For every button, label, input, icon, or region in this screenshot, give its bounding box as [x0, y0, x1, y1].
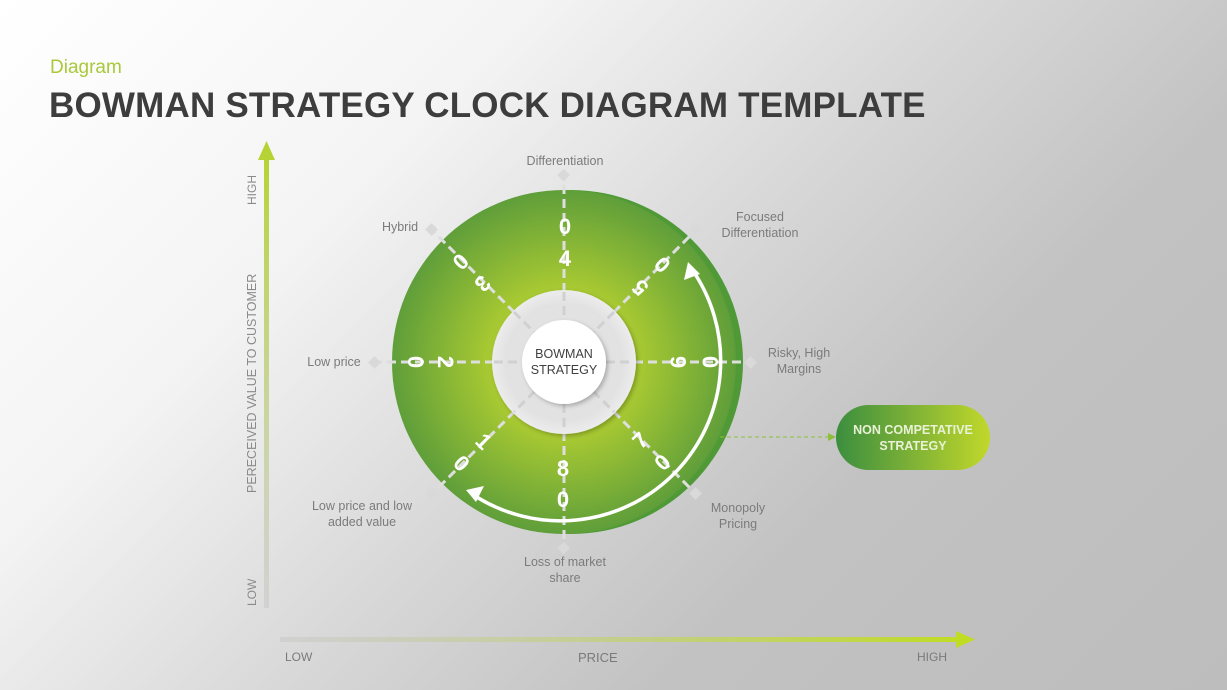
spoke-number-06-d2: 0	[698, 356, 723, 368]
slide-title: BOWMAN STRATEGY CLOCK DIAGRAM TEMPLATE	[49, 86, 926, 125]
center-label-line2: STRATEGY	[530, 363, 598, 377]
label-line: added value	[327, 515, 397, 529]
spoke-label-03: Hybrid	[370, 219, 430, 235]
label-line: Differentiation	[721, 226, 799, 240]
rotation-arc	[471, 266, 723, 523]
y-axis-low-label: LOW	[245, 578, 259, 606]
label-line: Monopoly	[710, 501, 766, 515]
arc-arrowhead-top	[684, 262, 700, 280]
spoke-number-02-d1: 0	[403, 356, 428, 368]
spoke-number-02-d2: 2	[433, 356, 458, 368]
label-line: Focused	[736, 210, 784, 224]
spoke-numbers: 0 4 8 0 0 2 6 0 0 3 5 0 1 0 7 0	[403, 214, 723, 512]
spoke-label-07: Monopoly Pricing	[690, 500, 786, 532]
spoke-number-08-d2: 0	[557, 487, 569, 512]
spoke-label-04: Differentiation	[505, 153, 625, 169]
label-line: Margins	[776, 362, 822, 376]
arc-arrowhead-bottom	[466, 486, 484, 502]
y-axis-arrow	[258, 141, 275, 608]
center-hub	[522, 320, 606, 404]
spoke-label-01: Low price and low added value	[297, 498, 427, 530]
label-line: share	[549, 571, 581, 585]
x-axis-arrow	[280, 631, 975, 648]
center-label-line1: BOWMAN	[535, 347, 593, 361]
label-line: Differentiation	[526, 154, 604, 168]
label-line: Low price and low	[311, 499, 413, 513]
spoke-label-08: Loss of market share	[505, 554, 625, 586]
label-line: Pricing	[718, 517, 758, 531]
spoke-label-06: Risky, High Margins	[754, 345, 844, 377]
non-competitive-strategy-callout: NON COMPETATIVE STRATEGY	[836, 405, 990, 470]
spoke-label-05: Focused Differentiation	[700, 209, 820, 241]
label-line: Low price	[307, 355, 361, 369]
callout-line1: NON COMPETATIVE	[853, 422, 973, 437]
spoke-label-02: Low price	[300, 354, 368, 370]
clock-center-label: BOWMAN STRATEGY	[514, 346, 614, 378]
callout-line2: STRATEGY	[879, 438, 947, 453]
spoke-number-04-d2: 4	[559, 246, 572, 271]
spoke-number-04-d1: 0	[559, 214, 571, 239]
spoke-number-08-d1: 8	[557, 456, 569, 481]
spoke-number-06-d1: 6	[666, 356, 691, 368]
x-axis-title: PRICE	[578, 650, 618, 665]
y-axis-title: PERECEIVED VALUE TO CUSTOMER	[245, 273, 259, 493]
slide-subtitle: Diagram	[50, 57, 122, 78]
label-line: Hybrid	[381, 220, 419, 234]
label-line: Risky, High	[767, 346, 831, 360]
x-axis-high-label: HIGH	[917, 650, 947, 664]
x-axis-low-label: LOW	[285, 650, 313, 664]
label-line: Loss of market	[524, 555, 606, 569]
y-axis-high-label: HIGH	[245, 175, 259, 205]
